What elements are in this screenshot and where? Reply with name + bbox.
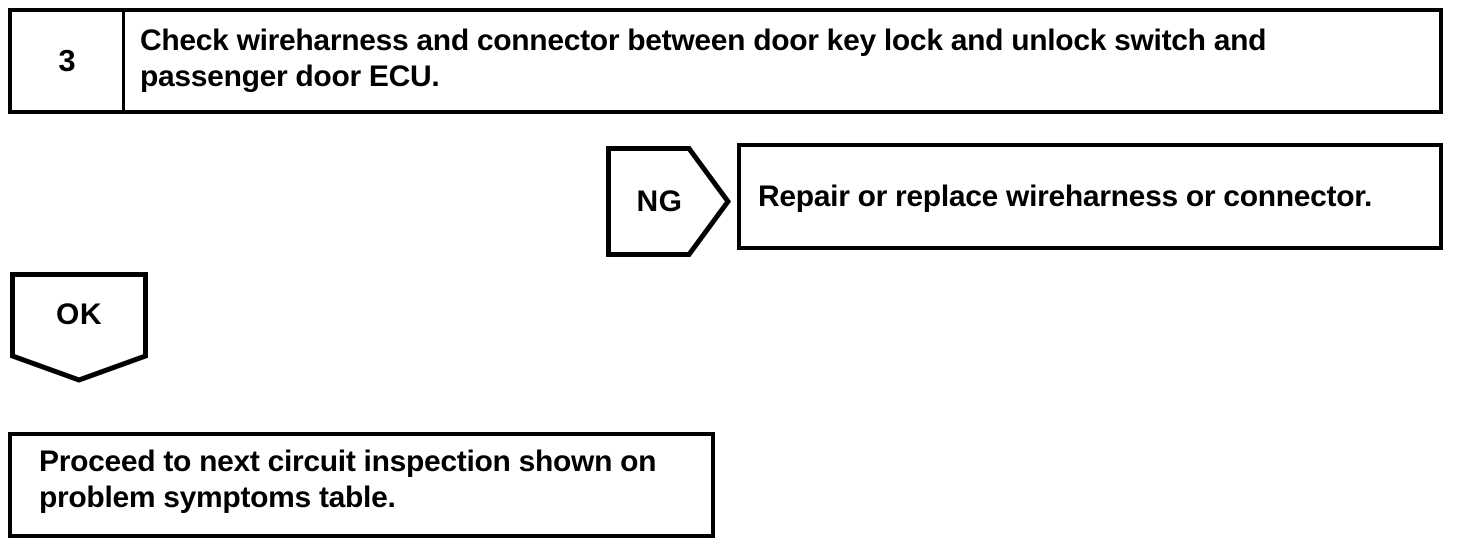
ng-action-box: Repair or replace wireharness or connect… xyxy=(737,143,1443,250)
ng-action-text: Repair or replace wireharness or connect… xyxy=(758,179,1373,213)
ng-label: NG xyxy=(636,184,683,218)
ok-action-text: Proceed to next circuit inspection shown… xyxy=(39,445,657,514)
ng-pentagon-icon xyxy=(606,146,731,257)
step-box: 3 Check wireharness and connector betwee… xyxy=(8,8,1443,114)
ok-label: OK xyxy=(56,297,102,331)
ng-connector: NG xyxy=(606,146,731,257)
ok-connector: OK xyxy=(10,272,148,383)
ok-pentagon-icon xyxy=(10,272,148,383)
step-instruction: Check wireharness and connector between … xyxy=(140,24,1267,93)
step-number: 3 xyxy=(12,12,125,110)
ok-action-box: Proceed to next circuit inspection shown… xyxy=(8,432,715,538)
